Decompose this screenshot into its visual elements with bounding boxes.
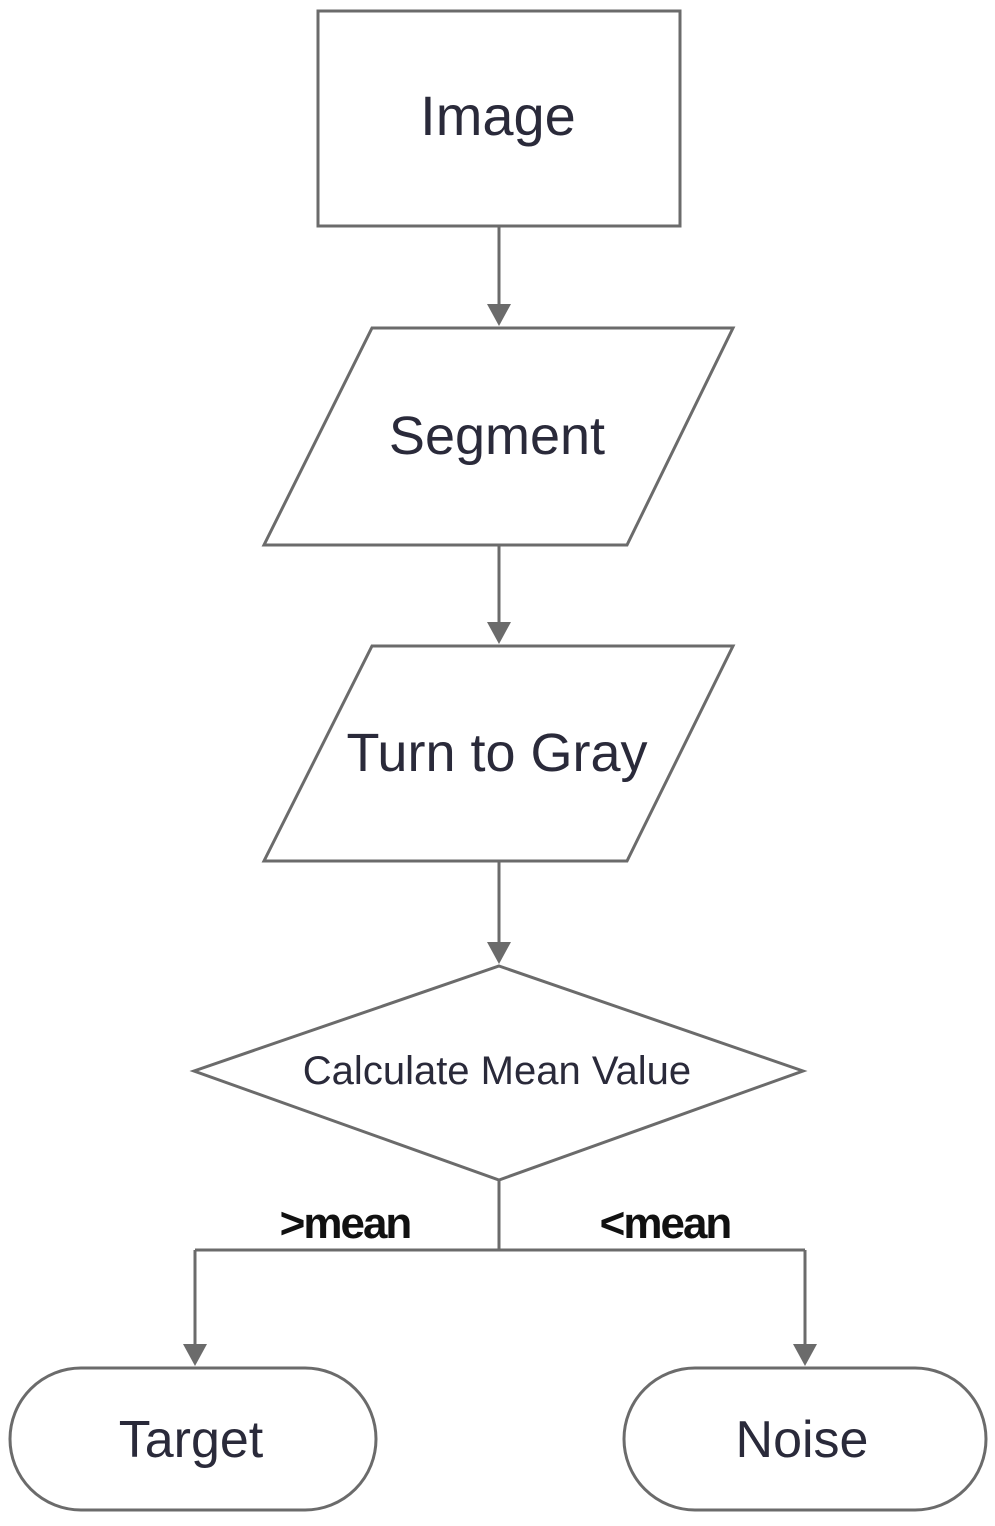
node-target-label: Target — [119, 1411, 264, 1469]
arrow-gray-to-mean — [487, 861, 511, 964]
node-turn-to-gray: Turn to Gray — [261, 644, 736, 863]
node-segment-label: Segment — [389, 406, 605, 466]
node-calculate-mean: Calculate Mean Value — [189, 964, 808, 1182]
branch-connector — [183, 1180, 817, 1366]
branch-label-greater: >mean — [280, 1199, 411, 1248]
node-noise-label: Noise — [736, 1411, 869, 1469]
arrow-segment-to-gray — [487, 545, 511, 644]
node-turn-to-gray-label: Turn to Gray — [346, 723, 647, 783]
node-target: Target — [8, 1366, 378, 1512]
node-noise: Noise — [622, 1366, 988, 1512]
node-segment: Segment — [261, 326, 736, 547]
node-image-label: Image — [420, 84, 576, 147]
node-calculate-mean-label: Calculate Mean Value — [303, 1049, 691, 1093]
arrow-image-to-segment — [487, 226, 511, 326]
node-image: Image — [316, 9, 682, 228]
branch-label-less: <mean — [600, 1199, 731, 1248]
